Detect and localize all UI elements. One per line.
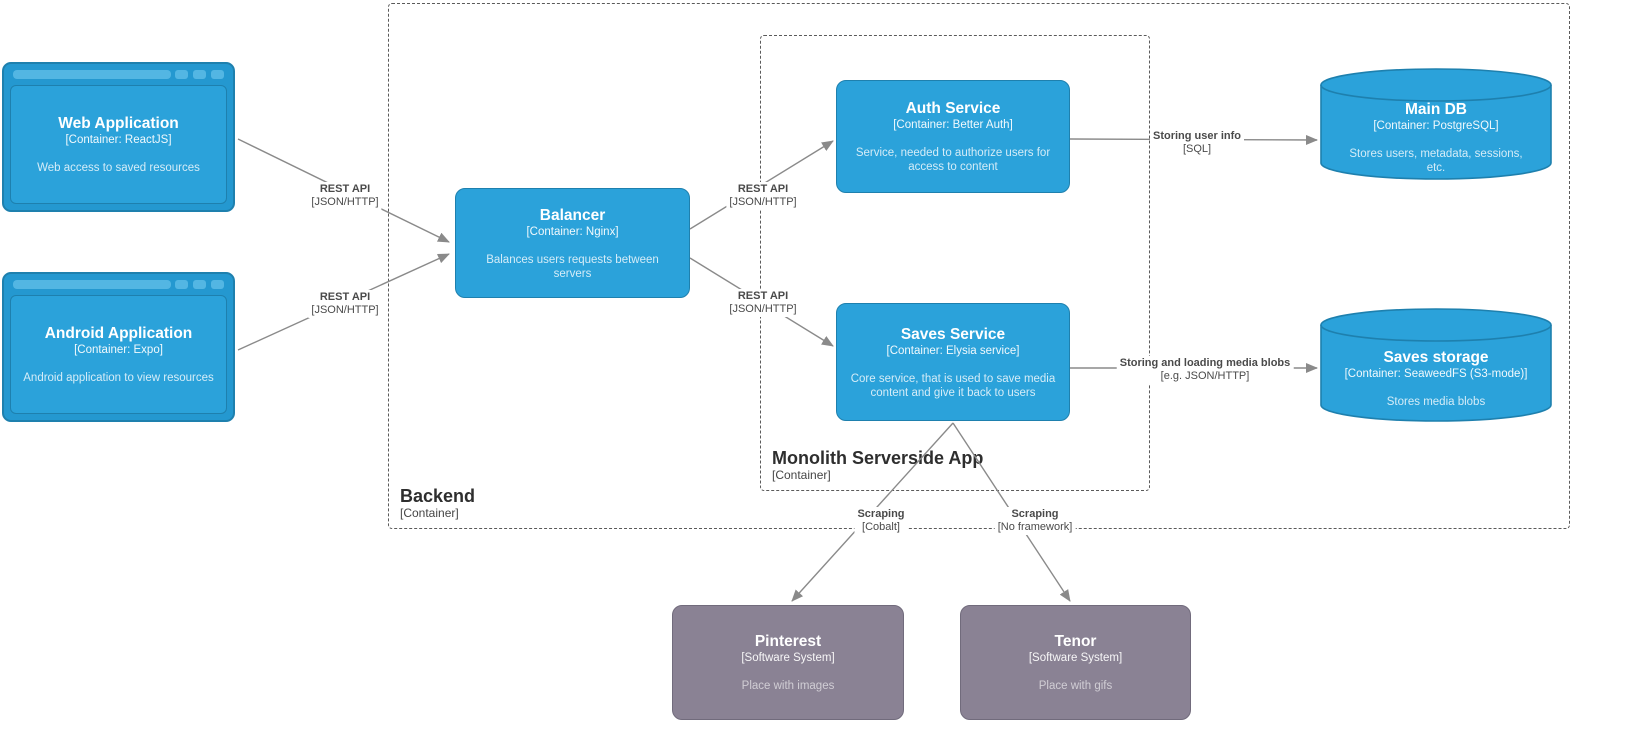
node-saves-service: Saves Service [Container: Elysia service… [836, 303, 1070, 421]
edge-label-text: Scraping [1011, 508, 1059, 520]
node-description: Service, needed to authorize users for a… [855, 147, 1051, 173]
browser-button-icon [211, 280, 224, 289]
edge-label-meta: [No framework] [997, 521, 1073, 533]
edge-label-android-to-balancer: REST API [JSON/HTTP] [308, 290, 382, 318]
node-saves-storage: Saves storage [Container: SeaweedFS (S3-… [1320, 308, 1552, 422]
boundary-monolith-title: Monolith Serverside App [772, 448, 984, 468]
node-meta: [Software System] [741, 652, 835, 664]
edge-label-saves-to-storage: Storing and loading media blobs [e.g. JS… [1116, 356, 1294, 384]
node-description: Android application to view resources [23, 372, 214, 384]
boundary-monolith: Monolith Serverside App [Container] [760, 35, 1150, 491]
node-title: Auth Service [905, 100, 1001, 117]
node-main-db: Main DB [Container: PostgreSQL] Stores u… [1320, 68, 1552, 180]
edge-label-text: REST API [319, 183, 371, 195]
boundary-backend-title: Backend [400, 486, 476, 506]
edge-label-saves-to-pinterest: Scraping [Cobalt] [854, 507, 908, 535]
browser-address-bar-icon [13, 70, 171, 79]
cylinder-content: Main DB [Container: PostgreSQL] Stores u… [1328, 98, 1544, 176]
node-balancer: Balancer [Container: Nginx] Balances use… [455, 188, 690, 298]
edge-label-text: REST API [737, 183, 789, 195]
node-description: Place with images [741, 680, 835, 692]
browser-button-icon [193, 280, 206, 289]
node-meta: [Container: PostgreSQL] [1373, 119, 1499, 132]
edge-label-meta: [e.g. JSON/HTTP] [1160, 370, 1250, 382]
node-description: Place with gifs [1038, 680, 1113, 692]
edge-label-meta: [SQL] [1182, 143, 1212, 155]
boundary-backend-label: Backend [Container] [400, 486, 475, 520]
browser-button-icon [175, 70, 188, 79]
browser-button-icon [193, 70, 206, 79]
node-tenor: Tenor [Software System] Place with gifs [960, 605, 1191, 720]
database-cylinder-icon [1320, 308, 1552, 422]
edge-label-text: REST API [319, 291, 371, 303]
node-title: Android Application [44, 325, 193, 342]
edge-label-text: Storing user info [1153, 130, 1241, 142]
node-title: Web Application [58, 115, 179, 132]
edge-label-meta: [Cobalt] [862, 521, 900, 533]
node-android-application: Android Application [Container: Expo] An… [2, 272, 235, 422]
browser-button-icon [175, 280, 188, 289]
node-meta: [Software System] [1028, 652, 1123, 664]
browser-address-bar-icon [13, 280, 171, 289]
edge-label-text: REST API [737, 290, 789, 302]
cylinder-content: Saves storage [Container: SeaweedFS (S3-… [1328, 338, 1544, 418]
boundary-backend-meta: [Container] [400, 506, 459, 520]
browser-content: Web Application [Container: ReactJS] Web… [10, 85, 227, 204]
database-cylinder-icon [1320, 68, 1552, 180]
node-title: Tenor [1054, 633, 1097, 650]
node-description: Core service, that is used to save media… [850, 372, 1056, 399]
node-meta: [Container: SeaweedFS (S3-mode)] [1344, 367, 1528, 380]
node-description: Balances users requests between servers [486, 253, 659, 280]
edge-label-meta: [JSON/HTTP] [311, 196, 379, 208]
node-title: Main DB [1405, 100, 1467, 118]
boundary-monolith-label: Monolith Serverside App [Container] [772, 448, 983, 482]
edge-label-meta: [JSON/HTTP] [311, 304, 379, 316]
boundary-monolith-meta: [Container] [772, 468, 831, 482]
node-title: Saves Service [900, 325, 1006, 343]
edge-label-text: Scraping [857, 508, 905, 520]
edge-label-text: Storing and loading media blobs [1119, 357, 1291, 369]
node-web-application: Web Application [Container: ReactJS] Web… [2, 62, 235, 212]
node-title: Pinterest [754, 633, 822, 650]
node-description: Stores media blobs [1386, 395, 1486, 408]
node-description: Web access to saved resources [37, 162, 200, 174]
node-title: Saves storage [1383, 348, 1489, 366]
edge-label-saves-to-tenor: Scraping [No framework] [994, 507, 1076, 535]
node-meta: [Container: ReactJS] [65, 134, 172, 146]
edge-label-meta: [JSON/HTTP] [729, 303, 797, 315]
node-meta: [Container: Nginx] [526, 225, 619, 238]
browser-button-icon [211, 70, 224, 79]
node-meta: [Container: Better Auth] [893, 119, 1013, 131]
node-pinterest: Pinterest [Software System] Place with i… [672, 605, 904, 720]
node-title: Balancer [539, 206, 606, 224]
edge-label-meta: [JSON/HTTP] [729, 196, 797, 208]
edge-label-auth-to-main-db: Storing user info [SQL] [1150, 129, 1244, 157]
node-description: Stores users, metadata, sessions, etc. [1349, 147, 1523, 174]
edge-label-balancer-to-auth: REST API [JSON/HTTP] [726, 182, 800, 210]
node-meta: [Container: Expo] [74, 344, 163, 356]
edge-label-web-to-balancer: REST API [JSON/HTTP] [308, 182, 382, 210]
browser-content: Android Application [Container: Expo] An… [10, 295, 227, 414]
boundary-backend: Backend [Container] [388, 3, 1570, 529]
edge-label-balancer-to-saves: REST API [JSON/HTTP] [726, 289, 800, 317]
node-meta: [Container: Elysia service] [886, 344, 1020, 357]
node-auth-service: Auth Service [Container: Better Auth] Se… [836, 80, 1070, 193]
